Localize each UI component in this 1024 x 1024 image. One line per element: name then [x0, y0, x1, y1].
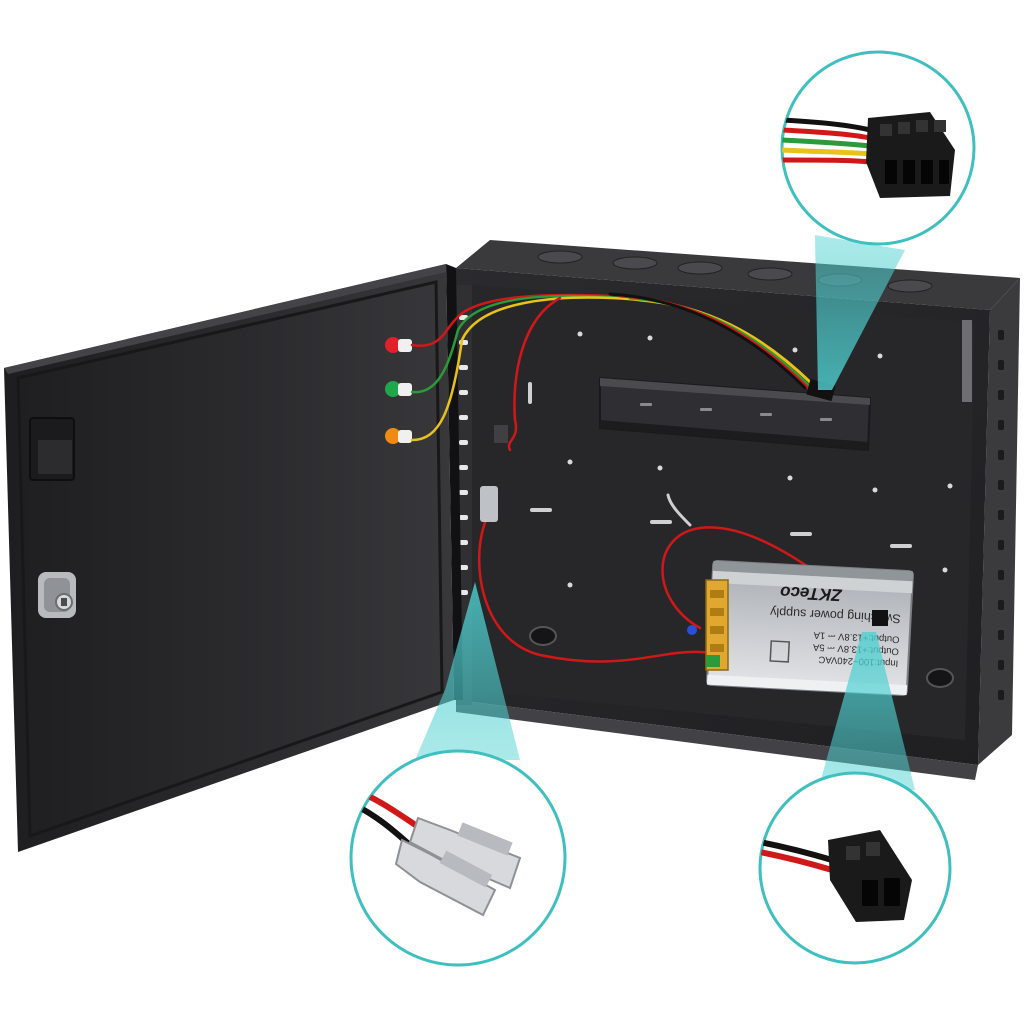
- green-led-icon: [385, 381, 412, 397]
- red-led-icon: [385, 337, 412, 353]
- callout-two-pin-connector: [758, 771, 952, 965]
- orange-led-icon: [385, 428, 412, 444]
- psu-title: Switching power supply: [769, 605, 901, 626]
- lock-icon: [38, 572, 76, 618]
- callout-beams: [415, 235, 915, 790]
- enclosure: [456, 240, 1020, 780]
- multi-wire-terminal-connector-icon: [782, 112, 955, 198]
- two-pin-terminal-connector-icon: [760, 830, 912, 922]
- callout-top-connector: [780, 50, 976, 246]
- indicator-leds: [385, 337, 412, 444]
- psu-brand-logo: ZKTeco: [780, 582, 844, 604]
- callout-spade-terminals: [349, 749, 567, 967]
- enclosure-door: [4, 264, 463, 852]
